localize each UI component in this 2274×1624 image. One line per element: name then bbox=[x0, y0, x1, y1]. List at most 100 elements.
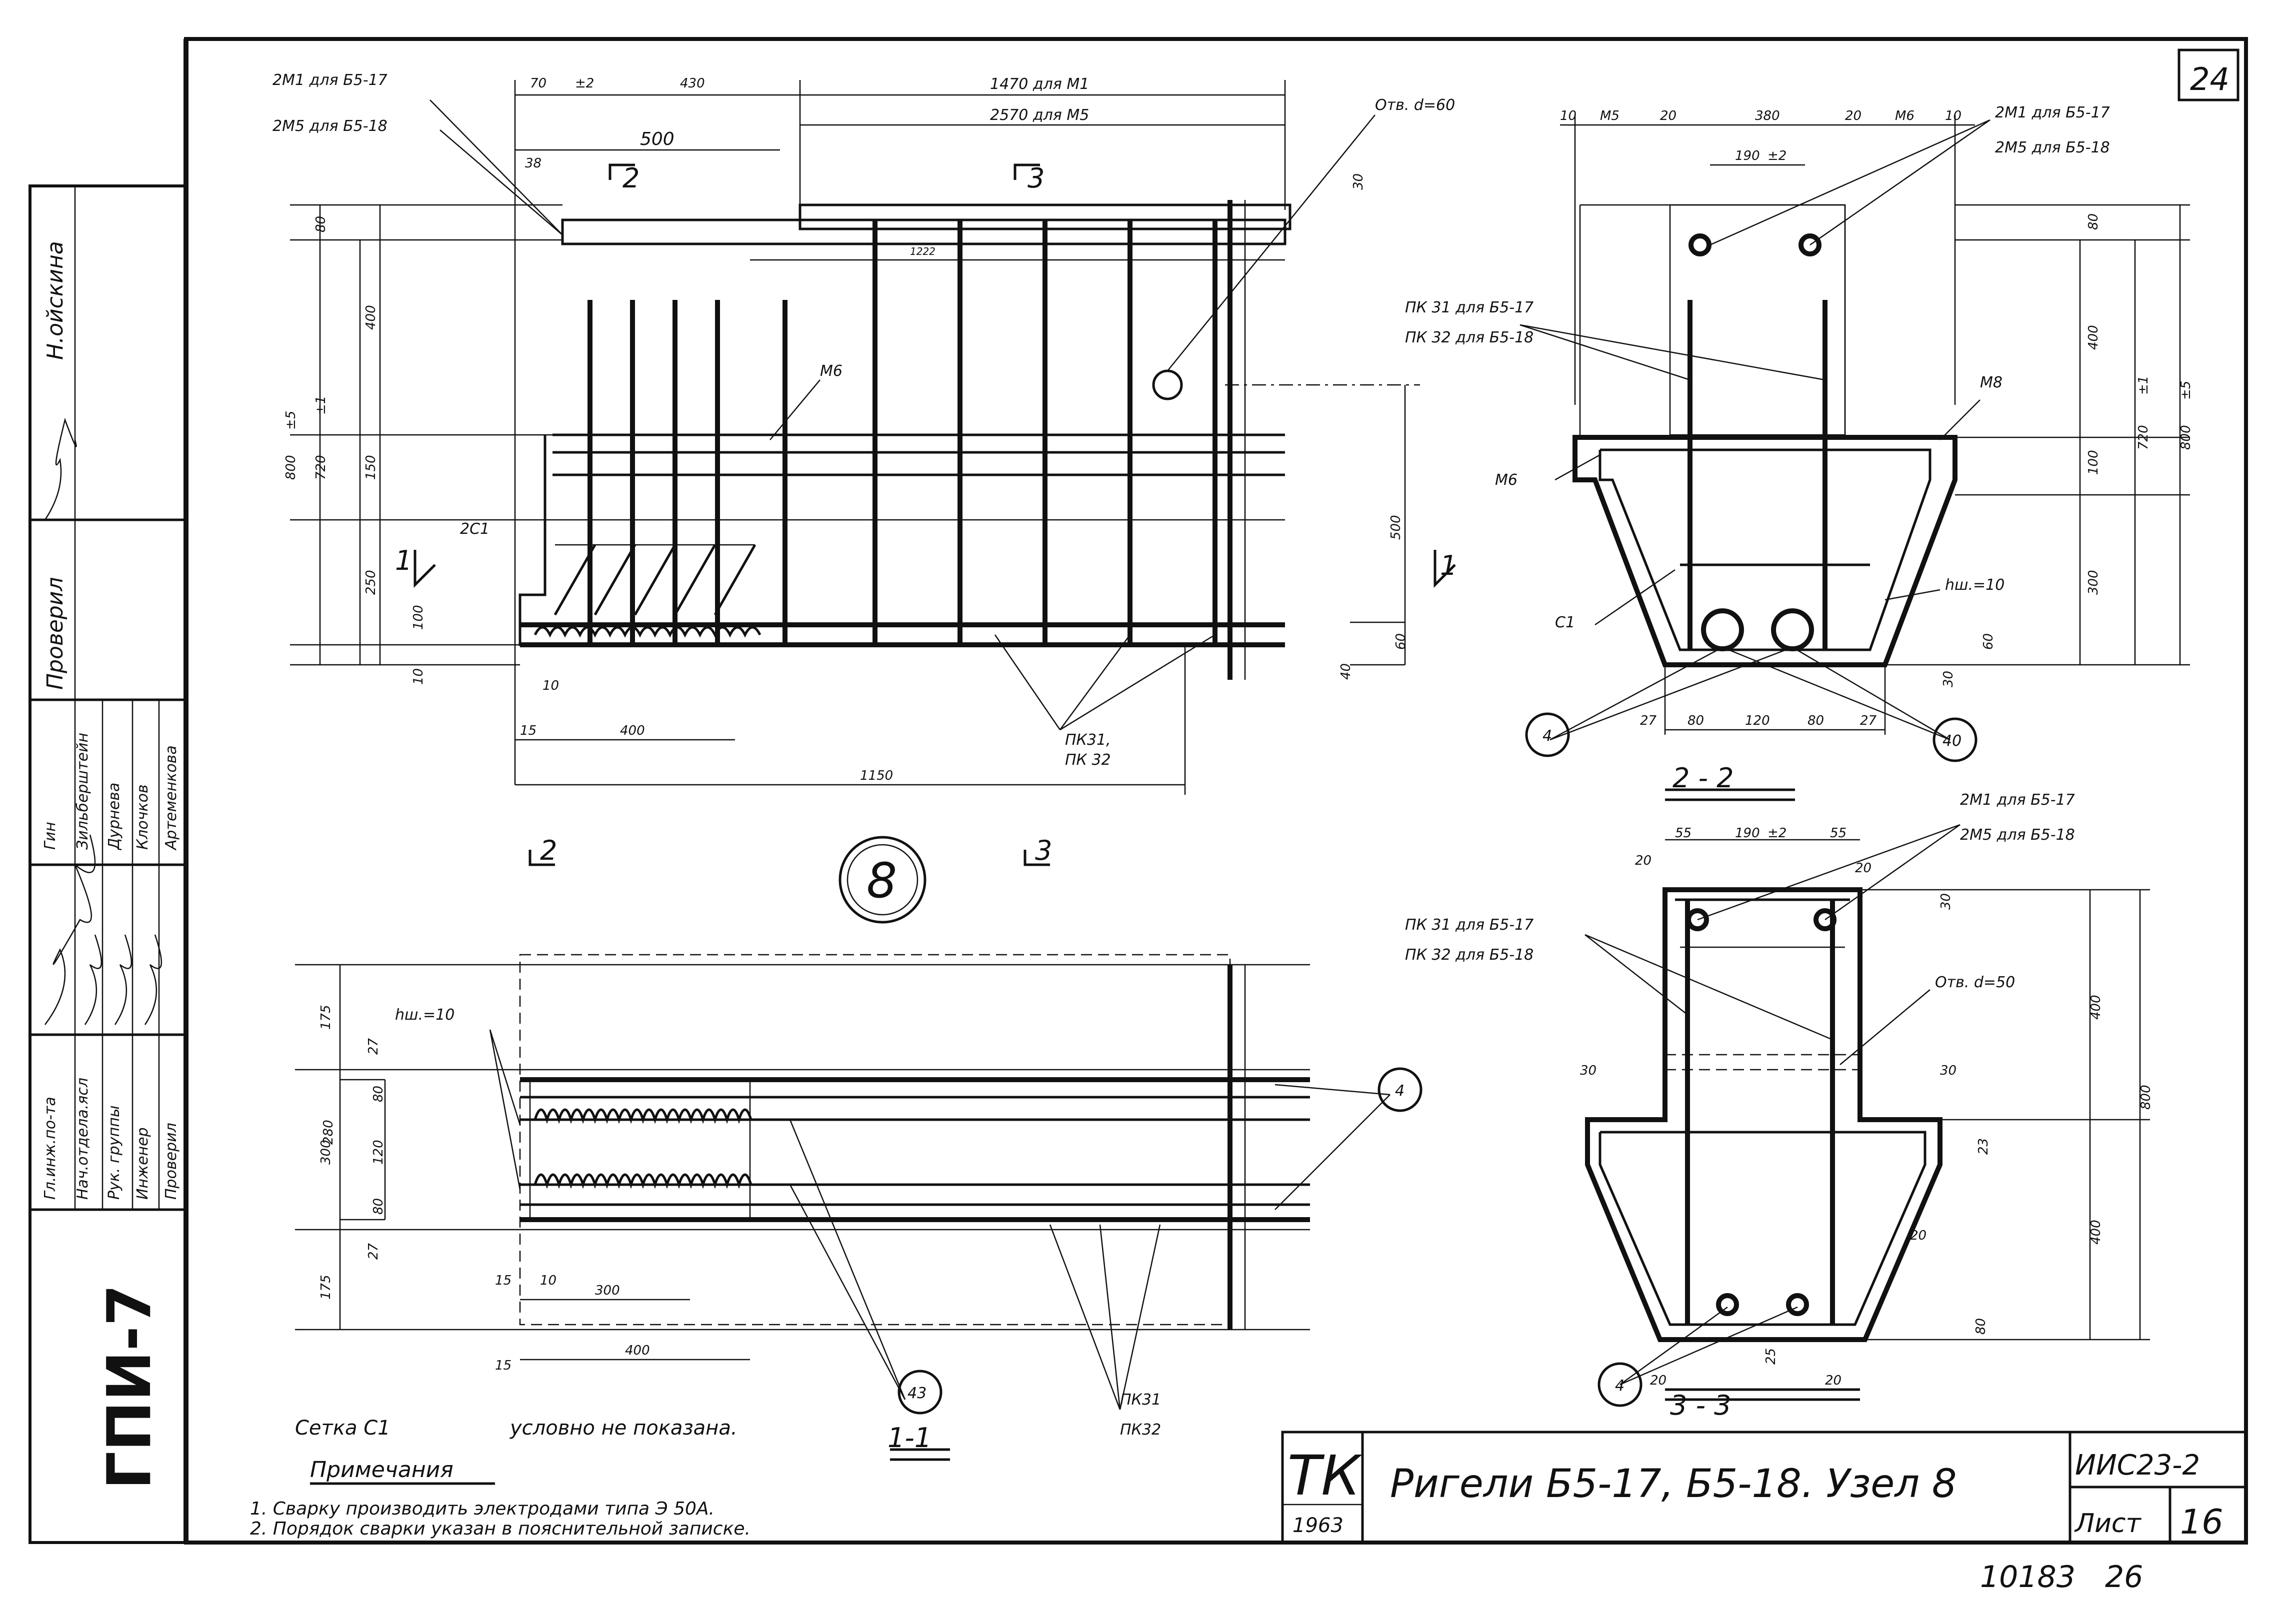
label-hsh: hш.=10 bbox=[395, 1006, 454, 1024]
label-2570: 2570 для М5 bbox=[990, 106, 1089, 124]
label-pk31: ПК 31 для Б5-17 bbox=[1405, 916, 1534, 934]
archive-sheet: 26 bbox=[2105, 1560, 2143, 1595]
dim-b5: 27 bbox=[1860, 713, 1877, 728]
dim-20e: 20 bbox=[1825, 1373, 1842, 1388]
dim-500-v: 500 bbox=[1388, 515, 1404, 540]
label-m1: 2М1 для Б5-17 bbox=[272, 71, 388, 89]
role-engineer: Инженер bbox=[134, 1127, 152, 1200]
dim-tol5: ±5 bbox=[2178, 381, 2194, 400]
dim-30c: 30 bbox=[1940, 1063, 1956, 1078]
label-hsh: hш.=10 bbox=[1945, 576, 2004, 594]
sheet-label: Лист bbox=[2074, 1509, 2142, 1539]
dim-400a: 400 bbox=[2088, 995, 2104, 1020]
dim-70: 70 bbox=[530, 76, 546, 91]
dim-10: 10 bbox=[411, 668, 426, 685]
node-label: 8 bbox=[866, 853, 897, 909]
label-pk32: ПК 32 для Б5-18 bbox=[1405, 329, 1534, 346]
top-label-name: Н.ойскина bbox=[42, 241, 68, 360]
ref-4: 4 bbox=[1542, 727, 1552, 745]
dim-60: 60 bbox=[1981, 633, 1996, 650]
elevation-view bbox=[290, 80, 1456, 866]
label-1470: 1470 для М1 bbox=[990, 75, 1089, 93]
notes-heading: Примечания bbox=[310, 1457, 454, 1483]
label-hole: Отв. d=60 bbox=[1375, 96, 1455, 114]
dim-15: 15 bbox=[495, 1273, 512, 1288]
label-c1: С1 bbox=[1555, 614, 1575, 631]
dim-top-5: 20 bbox=[1845, 108, 1862, 123]
signature bbox=[44, 417, 77, 520]
dim-175a: 175 bbox=[318, 1005, 334, 1030]
dim-top-4: 380 bbox=[1755, 108, 1780, 123]
section-2-2-text: 2 - 2 2М1 для Б5-17 2М5 для Б5-18 ПК 31 … bbox=[1405, 104, 2194, 794]
dim-400b: 400 bbox=[2088, 1220, 2104, 1245]
section-1-1 bbox=[295, 954, 1390, 1461]
name-2: Зильберштейн bbox=[74, 733, 92, 850]
dim-tol1: ±1 bbox=[314, 396, 328, 415]
dim-b4: 80 bbox=[1808, 713, 1824, 728]
dim-20a: 20 bbox=[1635, 853, 1652, 868]
dim-15b: 15 bbox=[495, 1358, 512, 1373]
notes: Сетка С1 условно не показана. Примечания… bbox=[250, 1417, 750, 1539]
dim-tol2: ±2 bbox=[575, 76, 594, 91]
dim-b3: 120 bbox=[1745, 713, 1770, 728]
role-checker: Проверил bbox=[162, 1123, 180, 1200]
sheet-title: Ригели Б5-17, Б5-18. Узел 8 bbox=[1390, 1462, 1957, 1507]
cut-3-top: 3 bbox=[1028, 162, 1044, 194]
label-2m1: 2М1 для Б5-17 bbox=[1960, 791, 2075, 809]
elevation-text: 2М1 для Б5-17 2М5 для Б5-18 1470 для М1 … bbox=[272, 71, 1457, 866]
dim-80b: 80 bbox=[371, 1198, 386, 1215]
signature bbox=[144, 934, 162, 1025]
signature bbox=[44, 834, 96, 1025]
dim-top-6: М6 bbox=[1895, 108, 1914, 123]
dim-400: 400 bbox=[2086, 325, 2101, 350]
dim-20c: 20 bbox=[1910, 1228, 1926, 1243]
dim-30a: 30 bbox=[1938, 893, 1954, 910]
note-2: 2. Порядок сварки указан в пояснительной… bbox=[250, 1519, 750, 1539]
dim-tol1: ±1 bbox=[2136, 376, 2151, 395]
dim-tol2: ±2 bbox=[1768, 148, 1786, 163]
dim-80: 80 bbox=[314, 216, 328, 232]
dim-10b: 10 bbox=[542, 678, 559, 693]
dim-10: 10 bbox=[540, 1273, 556, 1288]
dim-23: 23 bbox=[1976, 1138, 1991, 1155]
label-pk31: ПК31 bbox=[1120, 1391, 1161, 1409]
dim-720: 720 bbox=[314, 455, 328, 480]
section-3-3-text: 3 - 3 2М1 для Б5-17 2М5 для Б5-18 ПК 31 … bbox=[1405, 791, 2154, 1421]
note-1: 1. Сварку производить электродами типа Э… bbox=[250, 1499, 714, 1519]
dim-400: 400 bbox=[364, 305, 378, 330]
ref-40: 40 bbox=[1942, 732, 1962, 750]
signature bbox=[84, 934, 102, 1025]
ref-4: 4 bbox=[1395, 1082, 1404, 1100]
section-1-1-text: 1-1 hш.=10 4 43 ПК31 ПК32 175 27 80 300 … bbox=[318, 1005, 1422, 1454]
dim-800: 800 bbox=[2178, 425, 2194, 450]
dim-55b: 55 bbox=[1830, 826, 1846, 841]
dim-500: 500 bbox=[640, 129, 674, 149]
org-code: ГПИ-7 bbox=[95, 1284, 164, 1490]
spiral-reinforcement bbox=[534, 626, 762, 638]
node-marker: 8 bbox=[838, 836, 926, 924]
dim-27a: 27 bbox=[366, 1038, 381, 1055]
dim-tol2: ±2 bbox=[1768, 826, 1786, 841]
label-pk32: ПК 32 для Б5-18 bbox=[1405, 946, 1534, 964]
dim-280: 280 bbox=[321, 1120, 336, 1145]
label-2c1: 2С1 bbox=[460, 520, 490, 538]
label-2m5: 2М5 для Б5-18 bbox=[1995, 139, 2110, 156]
dim-250: 250 bbox=[364, 570, 378, 595]
dim-b1: 27 bbox=[1640, 713, 1657, 728]
name-1: Гин bbox=[42, 822, 59, 850]
dim-top-2: М5 bbox=[1600, 108, 1620, 123]
section-1-1-title: 1-1 bbox=[888, 1422, 932, 1454]
series-code: ИИС23-2 bbox=[2075, 1449, 2200, 1482]
dim-1150: 1150 bbox=[860, 768, 893, 783]
dim-60: 60 bbox=[1394, 633, 1408, 650]
sheet-number: 16 bbox=[2180, 1503, 2224, 1542]
dim-40: 40 bbox=[1338, 663, 1354, 680]
cut-1-left: 1 bbox=[395, 545, 412, 576]
name-3: Дурнева bbox=[106, 783, 123, 851]
dim-80: 80 bbox=[1974, 1318, 1988, 1335]
embedded-plate-m1 bbox=[561, 218, 1286, 245]
cut-2-bottom: 2 bbox=[540, 835, 557, 866]
label-pk32: ПК 32 bbox=[1065, 751, 1111, 769]
